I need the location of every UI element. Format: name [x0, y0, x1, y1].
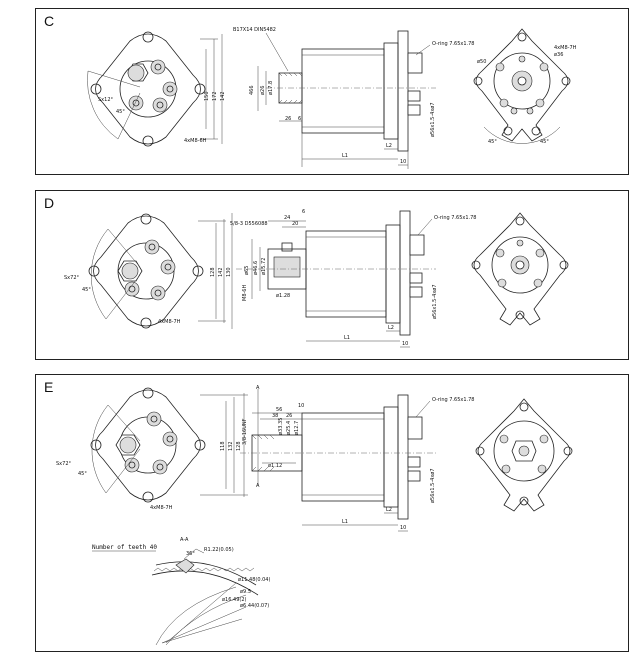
shaft-top-3: 26: [286, 413, 292, 419]
rear-view: [473, 28, 571, 142]
vert-label: ø56x1.5-4xø7: [430, 102, 436, 137]
side-view: [236, 210, 436, 348]
spline-section: [151, 548, 259, 646]
side-view: [240, 389, 436, 532]
angle-45-label: 45°: [82, 287, 91, 293]
right-angle-2: 45°: [540, 139, 549, 145]
l1-label: L1: [342, 519, 348, 525]
panel-letter: C: [44, 13, 55, 29]
shaft-dim-3: ø25.4: [286, 421, 292, 435]
l2-label: L2: [386, 507, 392, 513]
dim-front-2: 132: [228, 441, 234, 451]
shaft-len-3: 6: [302, 209, 305, 215]
section-mark-top: A: [256, 385, 260, 391]
shaft-dim-3: ø15.72: [261, 258, 267, 275]
pattern-label: 4xM8-7H: [158, 319, 181, 325]
section-title: A-A: [180, 537, 189, 543]
shaft-dim-2: ø26: [260, 86, 266, 95]
ten-label: 10: [400, 525, 406, 531]
shaft-top-2: 38: [272, 413, 278, 419]
shaft-top-4: 10: [298, 403, 304, 409]
teeth-label: Number of teeth 40: [92, 544, 157, 551]
dim-front-3: 142: [220, 91, 226, 101]
front-view: [87, 31, 223, 147]
spline-label: B17X14 DIN5482: [233, 27, 276, 33]
dim-front-2: 142: [218, 267, 224, 277]
rear-view: [475, 398, 573, 512]
angle-label: Sx72°: [64, 275, 79, 281]
l1-label: L1: [344, 335, 350, 341]
section-dim-4: ø6.44(0.07): [240, 603, 269, 609]
shaft-len-2: 6: [298, 116, 301, 122]
dim-front-1: 150: [204, 91, 210, 101]
dim-front-3: 128: [236, 441, 242, 451]
section-dim-2: ø11.48(0.04): [238, 577, 270, 583]
angle-label: Sx72°: [56, 461, 71, 467]
section-dim-5: ø16.49(2): [222, 597, 247, 603]
shaft-len-1: 26: [285, 116, 291, 122]
panel-e: E Sx72° 45° 4xM8-7H 118 132 128: [35, 374, 629, 652]
shaft-len-2: 20: [292, 221, 298, 227]
pattern-label: 4xM8-7H: [150, 505, 173, 511]
shaft-dim-2: ø33.35: [278, 418, 284, 435]
shaft-dim-1: ø65: [244, 266, 250, 275]
shaft-len-1: 24: [284, 215, 290, 221]
front-view: [88, 213, 233, 329]
angle-45-label: 45°: [116, 109, 125, 115]
rear-view: [471, 212, 569, 326]
oring-label: O-ring 7.65x1.78: [432, 397, 474, 403]
shaft-dim-4: ø12.7: [294, 421, 300, 435]
angle-45-label: 45°: [78, 471, 87, 477]
drawing-c: Sx12° 45° 4xM8-6H 150 172 142: [87, 27, 577, 169]
right-small-label: ø36: [554, 52, 563, 58]
ten-label: 10: [402, 341, 408, 347]
drawing-d: Sx72° 45° 4xM8-7H 128 142 130 5/: [64, 209, 569, 348]
shaft-small-1: ø1.12: [268, 463, 282, 469]
section-angle: 36°: [186, 551, 195, 557]
l2-label: L2: [386, 143, 392, 149]
shaft-top-1: 56: [276, 407, 282, 413]
ten-label: 10: [400, 159, 406, 165]
panel-c: C Sx12° 45° 4xM8-6H 150 172 142: [35, 8, 629, 175]
panel-letter: D: [44, 195, 55, 211]
drawing-e: Sx72° 45° 4xM8-7H 118 132 128 A A: [56, 385, 573, 646]
pattern-label: 4xM8-6H: [184, 138, 207, 144]
section-mark-bottom: A: [256, 483, 260, 489]
right-angle-1: 45°: [488, 139, 497, 145]
spline-label: 5/8-3 D556088: [230, 221, 268, 227]
side-label: ø50: [477, 59, 486, 65]
dim-front-1: 128: [210, 267, 216, 277]
small-dim-1: ø1.28: [276, 293, 290, 299]
small-dim-2: M8-6H: [242, 285, 248, 301]
oring-label: O-ring 7.65x1.78: [432, 41, 474, 47]
side-view: [257, 30, 436, 169]
panel-d: D Sx72° 45° 4xM8-7H 128 142 130: [35, 190, 629, 360]
front-view: [90, 387, 248, 503]
dim-front-2: 172: [212, 91, 218, 101]
vert-label: ø56x1.5-4xø7: [432, 284, 438, 319]
section-dim-1: R1.22(0.05): [204, 547, 234, 553]
section-dim-3: ø9.5: [240, 589, 251, 595]
dim-front-1: 118: [220, 441, 226, 451]
shaft-dim-3: ø17.8: [268, 81, 274, 95]
vert-label: ø56x1.5-4xø7: [430, 468, 436, 503]
l1-label: L1: [342, 153, 348, 159]
l2-label: L2: [388, 325, 394, 331]
shaft-dim-2: ø46.6: [253, 261, 259, 275]
angle-label: Sx12°: [98, 97, 113, 103]
right-label: 4xM8-7H: [554, 45, 577, 51]
shaft-dim-1: 3/8-16UNF: [242, 418, 248, 445]
panel-letter: E: [44, 379, 54, 395]
oring-label: O-ring 7.65x1.78: [434, 215, 476, 221]
dim-front-3: 130: [226, 267, 232, 277]
shaft-dim-1: 466: [249, 85, 255, 95]
